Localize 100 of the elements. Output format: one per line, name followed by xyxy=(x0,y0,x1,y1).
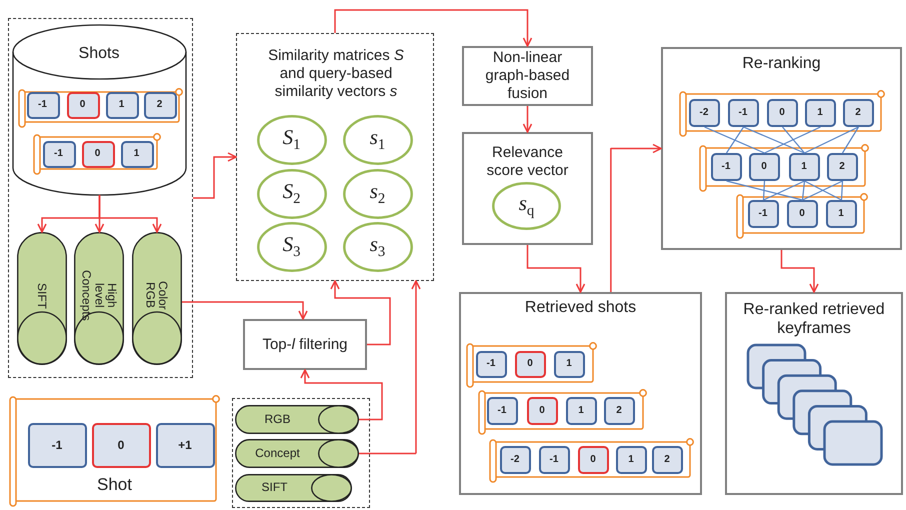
frame-box xyxy=(826,200,857,228)
node-label: Retrieved shots xyxy=(524,298,636,318)
node-label: High level Concepts xyxy=(80,269,118,323)
arrow xyxy=(526,245,586,293)
frame-number: 0 xyxy=(527,358,533,370)
frame-number: 0 xyxy=(779,106,785,118)
feature-pill xyxy=(234,438,358,468)
node-label: Re-ranking xyxy=(742,54,821,74)
feature-pill xyxy=(234,404,358,434)
arrow xyxy=(359,280,421,454)
frame-box xyxy=(767,99,798,127)
arrow xyxy=(182,301,308,320)
frame-number: 1 xyxy=(578,404,584,416)
connector-line xyxy=(840,180,844,200)
arrow xyxy=(780,250,819,293)
vector-ellipse xyxy=(342,222,412,272)
process-box xyxy=(459,292,702,495)
frame-box xyxy=(566,397,597,425)
frame-number: -1 xyxy=(38,98,47,110)
frame-box xyxy=(616,446,647,474)
frame-box xyxy=(652,446,683,474)
vector-ellipse xyxy=(342,168,412,218)
frame-box xyxy=(554,351,585,378)
frame-box xyxy=(604,397,635,425)
frame-box xyxy=(748,200,779,228)
node-label: Re-ranked retrieved keyframes xyxy=(742,300,886,338)
process-box xyxy=(661,47,902,250)
vector-ellipse xyxy=(256,114,326,164)
frame-box xyxy=(711,153,742,181)
arrow xyxy=(522,105,532,133)
frame-box xyxy=(787,200,818,228)
arrow xyxy=(334,9,532,47)
frame-box xyxy=(144,92,176,118)
frame-number: -1 xyxy=(54,148,63,160)
node-label: Relevance score vector xyxy=(486,144,570,180)
node-label: Concept xyxy=(255,446,300,460)
feature-cylinder xyxy=(74,232,124,364)
frame-box xyxy=(106,92,138,118)
vector-symbol: s$_{2}$ xyxy=(370,178,386,208)
node-label: Shots xyxy=(78,44,120,64)
connector-line xyxy=(782,126,805,154)
frame-box xyxy=(156,423,215,468)
frame-box xyxy=(476,351,507,378)
frame-box xyxy=(728,99,759,127)
frame-number: 1 xyxy=(801,160,807,172)
frame-number: 0 xyxy=(118,438,124,452)
frame-box xyxy=(539,446,570,474)
feature-cylinder xyxy=(16,232,66,364)
frame-number: -1 xyxy=(498,404,506,416)
vector-symbol: s$_{q}$ xyxy=(518,191,534,221)
scroll-banner xyxy=(736,193,868,239)
arrow xyxy=(610,144,662,292)
frame-box xyxy=(120,140,154,168)
dashed-group-box xyxy=(232,398,370,508)
vector-symbol: s$_{1}$ xyxy=(370,124,386,154)
scroll-banner xyxy=(489,438,694,483)
frame-number: 1 xyxy=(134,148,140,160)
frame-number: +1 xyxy=(178,438,192,452)
vector-symbol: S$_{1}$ xyxy=(282,124,300,154)
feature-pill xyxy=(234,474,352,502)
node-label: Shot xyxy=(97,474,132,496)
node-label: Similarity matrices S and query-based similarity vectors s xyxy=(267,47,405,101)
node-label: Top-l filtering xyxy=(262,336,348,354)
frame-box xyxy=(827,153,858,181)
feature-cylinder xyxy=(132,232,182,364)
frame-box xyxy=(26,92,60,118)
vector-ellipse xyxy=(342,114,412,164)
scroll-banner xyxy=(18,88,182,128)
frame-number: 0 xyxy=(80,98,86,110)
frame-box xyxy=(487,397,518,425)
frame-number: 0 xyxy=(94,148,100,160)
vector-symbol: S$_{3}$ xyxy=(282,232,300,262)
frame-number: 1 xyxy=(566,358,572,370)
frame-number: -1 xyxy=(758,208,768,220)
node-label: SIFT xyxy=(262,480,288,495)
frame-number: 1 xyxy=(817,106,823,118)
database-cylinder xyxy=(12,24,186,194)
frame-number: 1 xyxy=(838,208,844,220)
frame-box xyxy=(92,423,151,468)
frame-number: 1 xyxy=(628,454,634,466)
connector-line xyxy=(763,180,805,201)
vector-ellipse xyxy=(256,168,326,218)
dashed-group-box xyxy=(236,33,434,281)
process-box xyxy=(462,132,593,245)
frame-number: -2 xyxy=(700,106,708,118)
frame-box xyxy=(66,92,100,118)
frame-number: 2 xyxy=(855,106,861,118)
vector-symbol: S$_{2}$ xyxy=(282,178,300,208)
frame-number: 0 xyxy=(539,404,545,416)
connector-line xyxy=(764,126,821,154)
scroll-banner xyxy=(478,389,647,435)
frame-box xyxy=(843,99,874,127)
frame-number: -1 xyxy=(486,358,496,370)
vector-ellipse xyxy=(492,182,561,230)
frame-number: -1 xyxy=(52,438,62,452)
connector-line xyxy=(804,126,859,154)
dashed-group-box xyxy=(8,18,193,378)
scroll-banner xyxy=(699,144,869,192)
frame-box xyxy=(500,446,531,474)
process-box xyxy=(725,292,903,495)
